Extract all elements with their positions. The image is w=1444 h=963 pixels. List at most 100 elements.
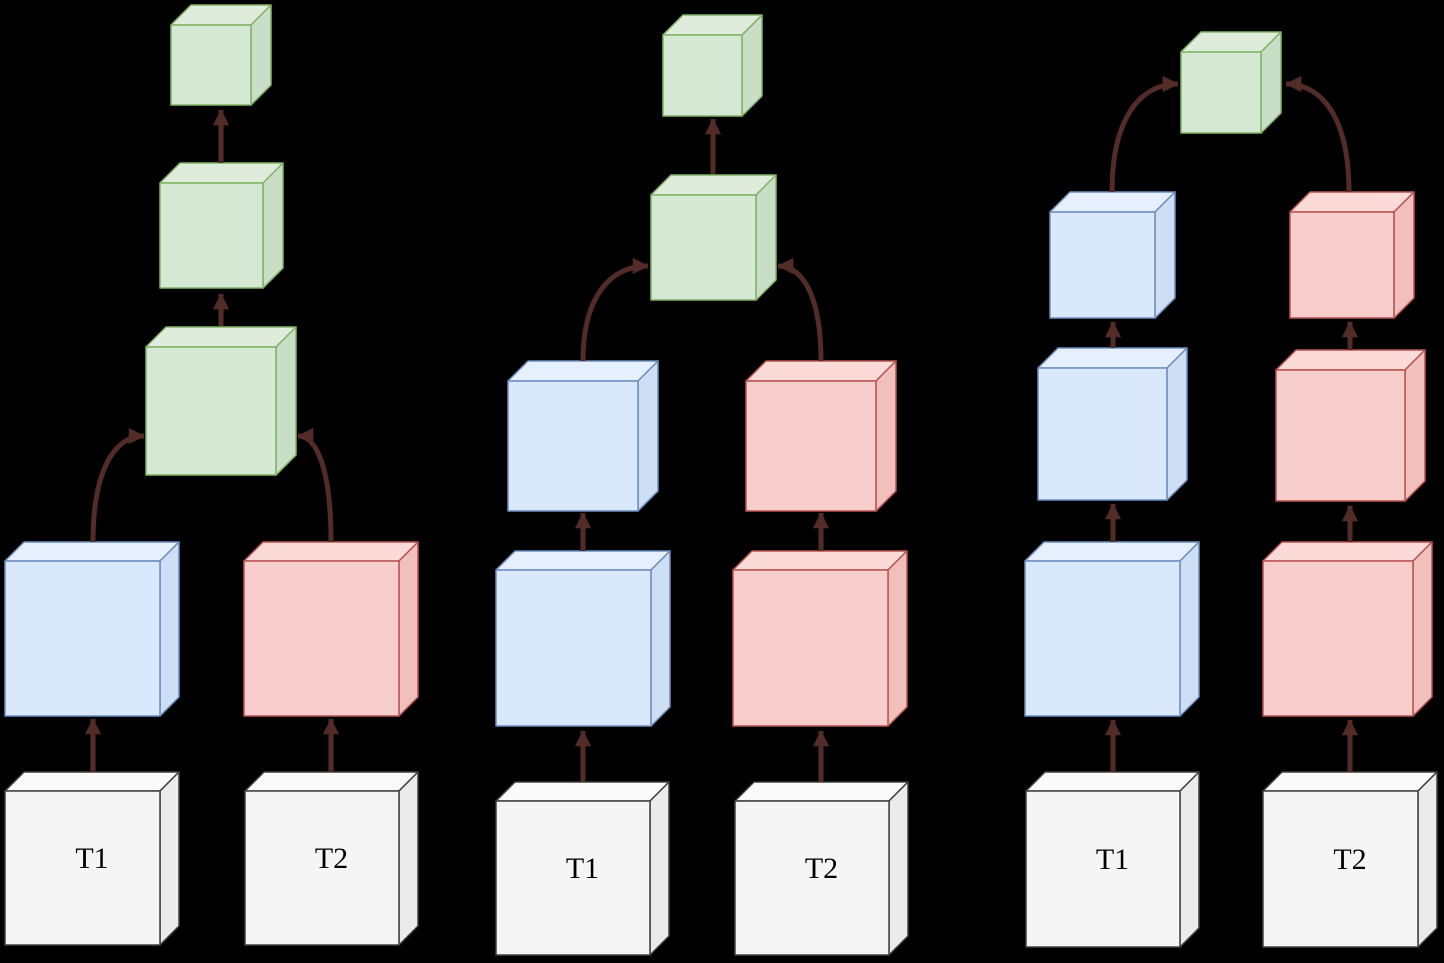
cube-front-face (159, 182, 264, 289)
cube-side-face (887, 550, 908, 727)
cube-side-face (1393, 191, 1415, 319)
cube-left-t2-input: T2 (244, 771, 419, 946)
panel-center: T1 T2 (495, 14, 909, 956)
cube-front-face (4, 790, 161, 946)
cube-left-merge-1 (145, 326, 297, 476)
cube-right-t2-block-2 (1275, 349, 1426, 502)
input-label: T2 (805, 852, 838, 885)
cube-front-face (650, 194, 757, 301)
cube-side-face (1412, 541, 1433, 717)
cube-side-face (637, 360, 659, 512)
cube-side-face (649, 781, 670, 956)
cube-left-t2-block (243, 541, 419, 717)
input-label: T2 (1333, 843, 1366, 876)
cube-side-face (1417, 771, 1438, 948)
cube-front-face (1262, 560, 1414, 717)
cube-top-face (745, 360, 897, 382)
cube-top-face (1049, 191, 1176, 213)
curved-arrow-connector (90, 427, 145, 543)
cube-center-t2-block-1 (732, 550, 908, 727)
input-label: T1 (75, 842, 108, 875)
cube-front-face (1049, 211, 1156, 319)
input-label: T2 (315, 842, 348, 875)
cube-center-t1-input: T1 (495, 781, 670, 956)
cube-top-face (159, 162, 284, 184)
cube-side-face (1154, 191, 1176, 319)
cube-front-face (745, 380, 877, 512)
cube-top-face (734, 781, 909, 802)
cube-top-face (1262, 771, 1438, 792)
cube-center-merge-2 (662, 14, 763, 117)
cube-side-face (398, 771, 419, 946)
cube-top-face (1262, 541, 1433, 562)
cube-right-t1-input: T1 (1025, 771, 1200, 948)
cube-center-t2-block-2 (745, 360, 897, 512)
cube-front-face (145, 346, 277, 476)
cube-top-face (495, 781, 670, 802)
cube-right-t2-input: T2 (1262, 771, 1438, 948)
curved-arrow-connector (777, 257, 824, 362)
cube-side-face (1404, 349, 1426, 502)
cube-right-t2-block-3 (1289, 191, 1415, 319)
cube-front-face (1289, 211, 1395, 319)
input-label: T1 (1096, 843, 1129, 876)
cube-side-face (398, 541, 419, 717)
cube-front-face (1024, 560, 1181, 717)
curved-arrow-connector (297, 427, 334, 543)
cube-top-face (1024, 541, 1200, 562)
cube-top-face (4, 771, 180, 792)
cube-left-t1-input: T1 (4, 771, 180, 946)
cube-top-face (507, 360, 659, 382)
cube-top-face (145, 326, 297, 348)
cube-front-face (1180, 51, 1262, 134)
cube-top-face (495, 550, 671, 571)
panel-left: T1 T2 (4, 4, 419, 946)
cube-side-face (755, 174, 777, 301)
input-label: T1 (566, 852, 599, 885)
cube-top-face (1289, 191, 1415, 213)
cube-side-face (262, 162, 284, 289)
cube-left-t1-block (4, 541, 180, 717)
cube-side-face (1179, 771, 1200, 948)
cube-right-t1-block-1 (1024, 541, 1200, 717)
cube-front-face (243, 560, 400, 717)
cube-center-t1-block-1 (495, 550, 671, 727)
cube-front-face (734, 800, 890, 956)
cube-front-face (495, 569, 652, 727)
cube-top-face (1037, 347, 1188, 369)
cube-center-t1-block-2 (507, 360, 659, 512)
cube-front-face (1025, 790, 1181, 948)
cube-center-t2-input: T2 (734, 781, 909, 956)
cube-top-face (244, 771, 419, 792)
cube-side-face (159, 771, 180, 946)
cube-front-face (1037, 367, 1168, 501)
cube-center-merge-1 (650, 174, 777, 301)
cube-front-face (1262, 790, 1419, 948)
cube-top-face (1025, 771, 1200, 792)
cube-front-face (495, 800, 651, 956)
curved-arrow-connector (1109, 75, 1179, 193)
cube-front-face (170, 24, 252, 106)
cube-front-face (4, 560, 161, 717)
cube-left-merge-2 (159, 162, 284, 289)
cube-top-face (243, 541, 419, 562)
cube-side-face (1166, 347, 1188, 501)
cube-side-face (875, 360, 897, 512)
cube-front-face (507, 380, 639, 512)
cube-side-face (650, 550, 671, 727)
cube-right-t1-block-2 (1037, 347, 1188, 501)
cube-top-face (1275, 349, 1426, 371)
cube-side-face (1179, 541, 1200, 717)
cube-right-merge-1 (1180, 31, 1282, 134)
curved-arrow-connector (580, 257, 649, 362)
panel-right: T1 T2 (1024, 31, 1438, 948)
cube-right-t1-block-3 (1049, 191, 1176, 319)
cube-side-face (888, 781, 909, 956)
cube-front-face (662, 34, 743, 117)
cube-top-face (732, 550, 908, 571)
cube-top-face (650, 174, 777, 196)
cube-side-face (275, 326, 297, 476)
cube-front-face (1275, 369, 1406, 502)
